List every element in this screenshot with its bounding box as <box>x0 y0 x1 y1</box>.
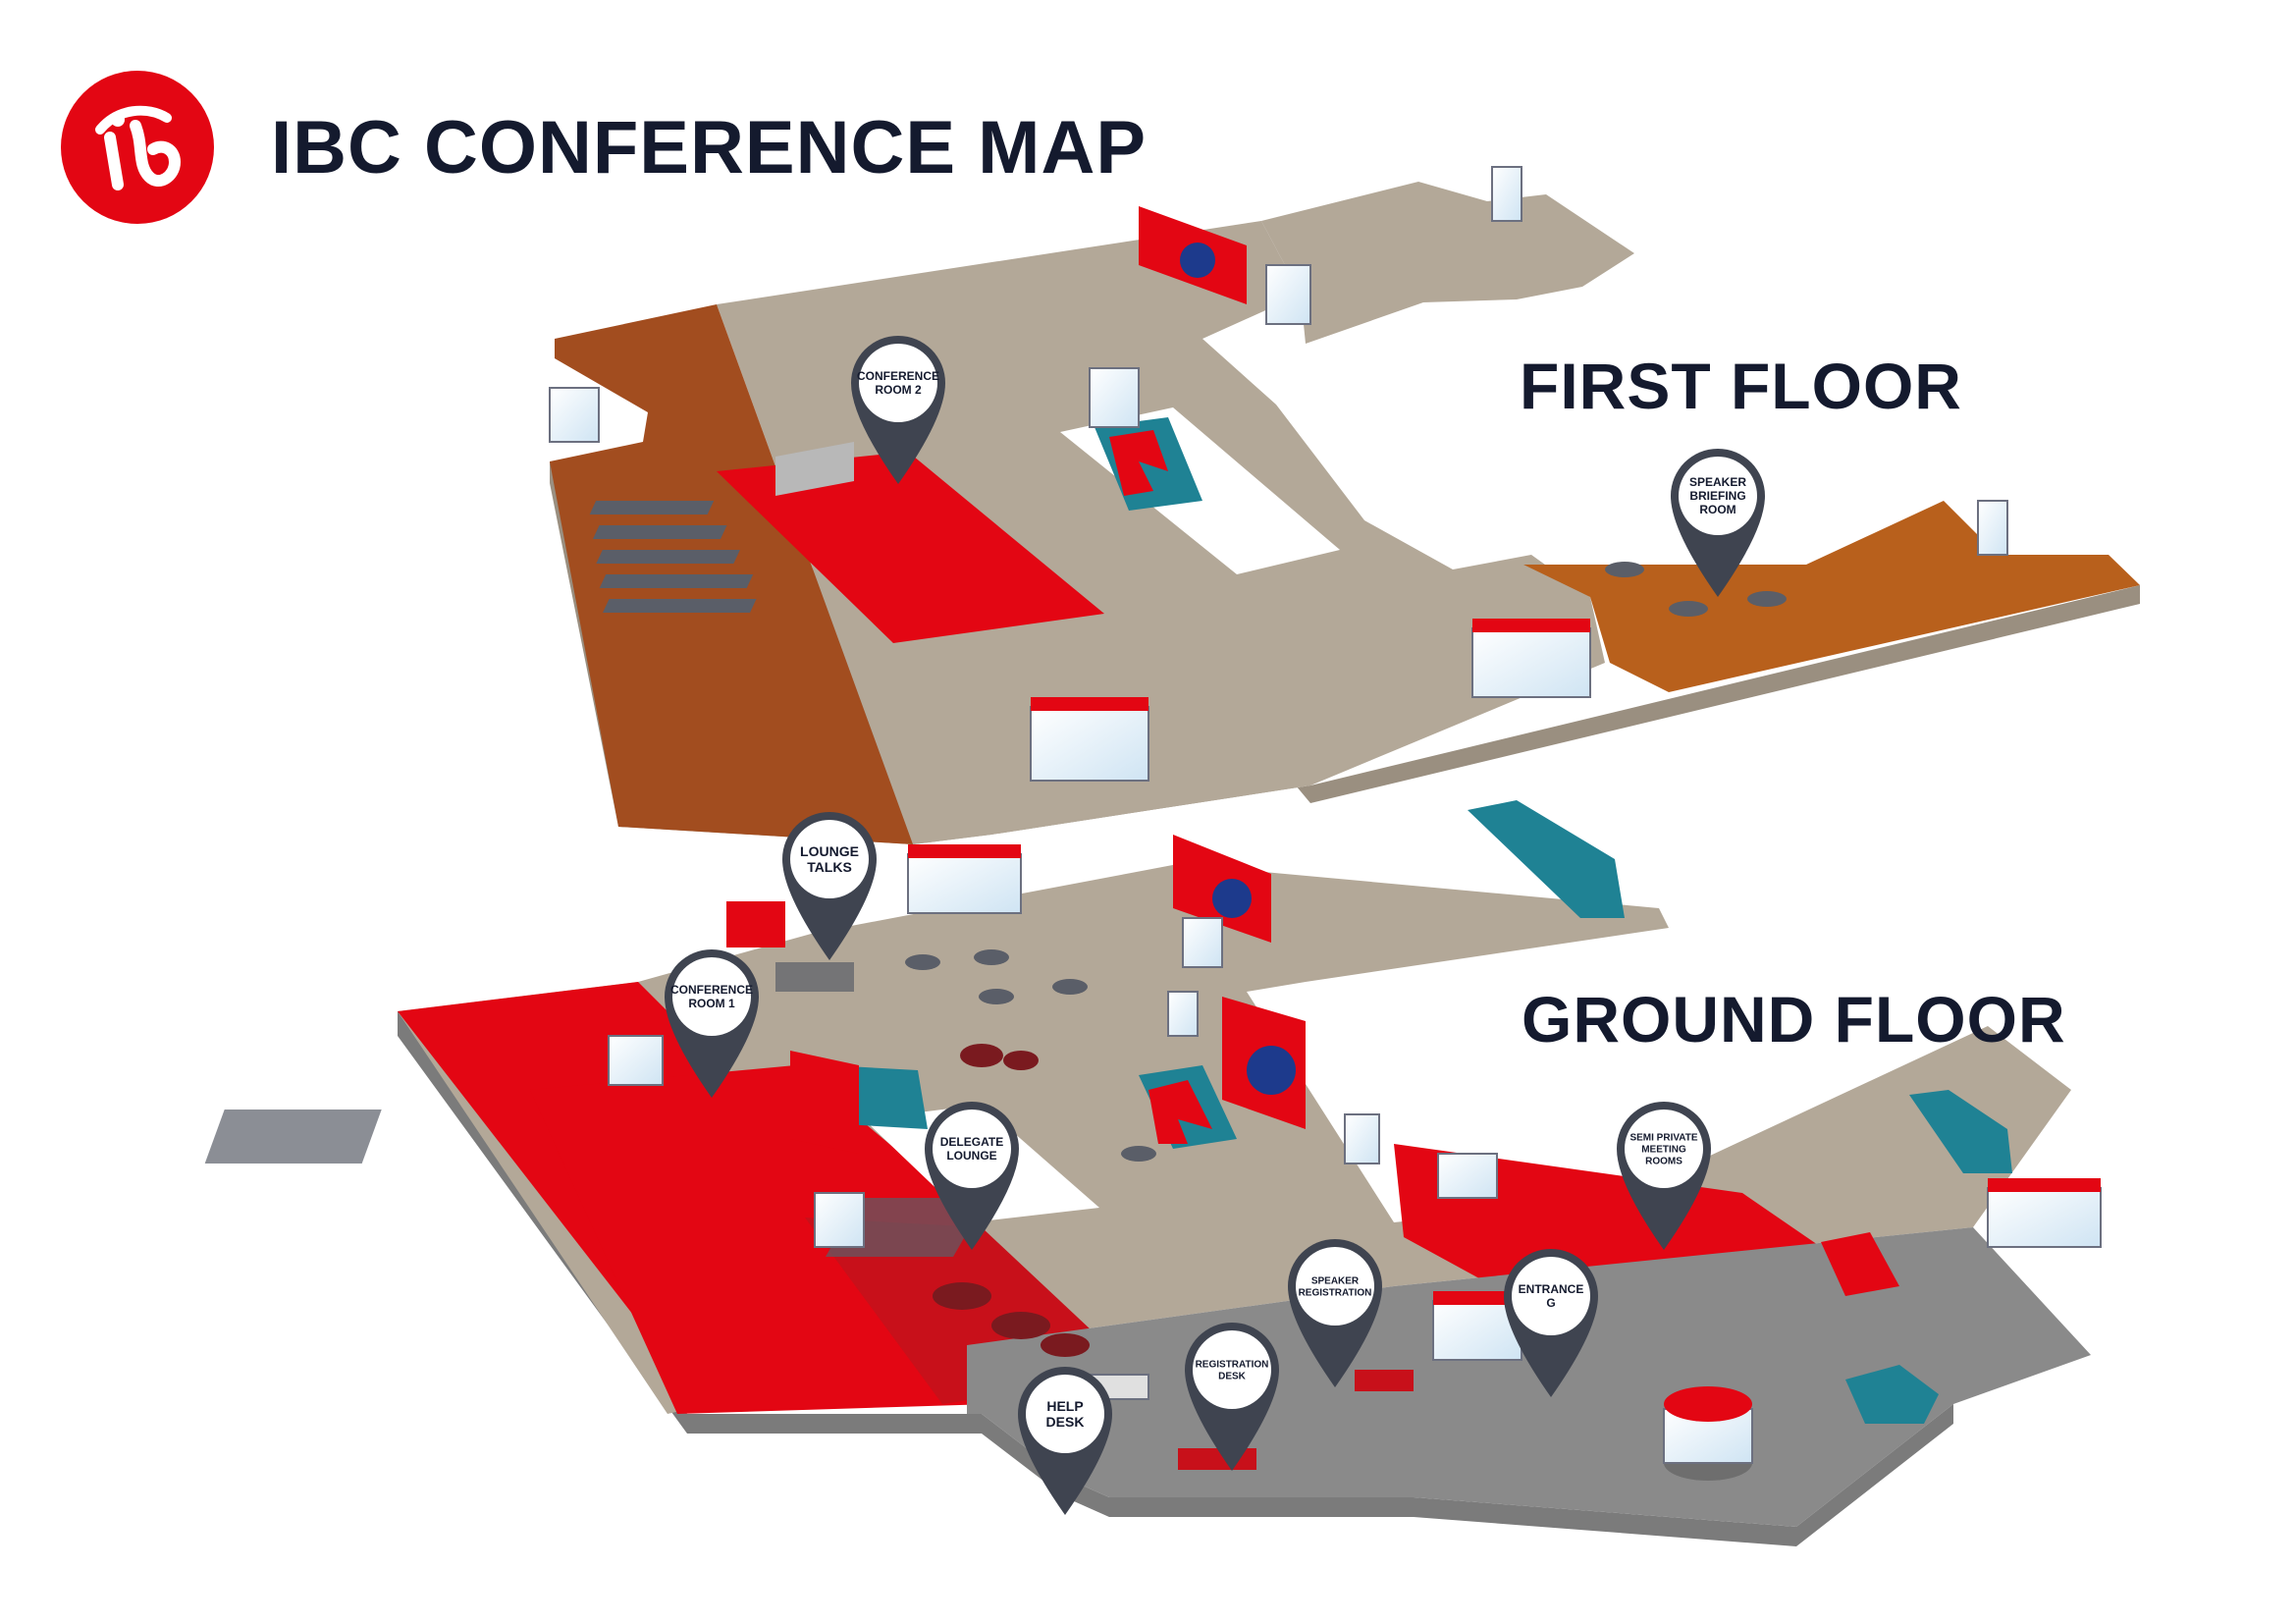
teal-stairs-north <box>1468 800 1625 918</box>
pin-face <box>1679 457 1757 535</box>
pin-label: REGISTRATION <box>1299 1288 1372 1299</box>
first-floor-label: FIRST FLOOR <box>1520 350 1962 422</box>
pin-face <box>1026 1375 1104 1453</box>
pin-label: ROOM 1 <box>688 997 735 1010</box>
pin-label: DESK <box>1218 1372 1247 1382</box>
pin-label: LOUNGE <box>946 1149 996 1163</box>
entrance-rotunda <box>1663 1386 1753 1481</box>
pin-label: REGISTRATION <box>1196 1360 1269 1371</box>
pin-label: HELP <box>1046 1398 1083 1414</box>
pin-face <box>859 344 937 422</box>
pin-label: LOUNGE <box>800 843 859 859</box>
pin-label: G <box>1546 1296 1555 1310</box>
pin-face <box>1296 1247 1374 1326</box>
pin-face <box>672 957 751 1036</box>
pin-face <box>1512 1257 1590 1335</box>
teal-stairs-east <box>1909 1090 2012 1173</box>
pin-label: ROOMS <box>1645 1157 1682 1167</box>
pin-label: SPEAKER <box>1311 1276 1360 1287</box>
map-header: IBC CONFERENCE MAP <box>59 69 1147 226</box>
pin-label: DELEGATE <box>940 1135 1003 1149</box>
ibc-logo-icon <box>61 71 214 224</box>
pin-label: SEMI PRIVATE <box>1629 1133 1697 1144</box>
conference-room-2-floor <box>717 452 1104 643</box>
ground-floor-plan <box>204 800 2102 1546</box>
pin-label: ENTRANCE <box>1519 1282 1584 1296</box>
ground-floor-label: GROUND FLOOR <box>1522 983 2066 1056</box>
ground-floor-doors <box>608 844 2102 1361</box>
pin-label: TALKS <box>807 859 852 875</box>
pin-face <box>1625 1110 1703 1188</box>
first-floor-plan <box>549 166 2140 844</box>
first-floor-doors <box>549 166 2008 782</box>
pin-face <box>933 1110 1011 1188</box>
pin-label: BRIEFING <box>1689 489 1745 503</box>
pin-label: ROOM 2 <box>875 383 922 397</box>
pin-label: ROOM <box>1699 503 1735 516</box>
pin-face <box>1193 1330 1271 1409</box>
page-title: IBC CONFERENCE MAP <box>271 105 1148 189</box>
pin-label: DESK <box>1046 1414 1085 1430</box>
pin-face <box>790 820 869 898</box>
pin-label: CONFERENCE <box>857 369 939 383</box>
pin-label: SPEAKER <box>1689 475 1746 489</box>
pin-label: MEETING <box>1641 1145 1686 1156</box>
pin-label: CONFERENCE <box>670 983 753 997</box>
